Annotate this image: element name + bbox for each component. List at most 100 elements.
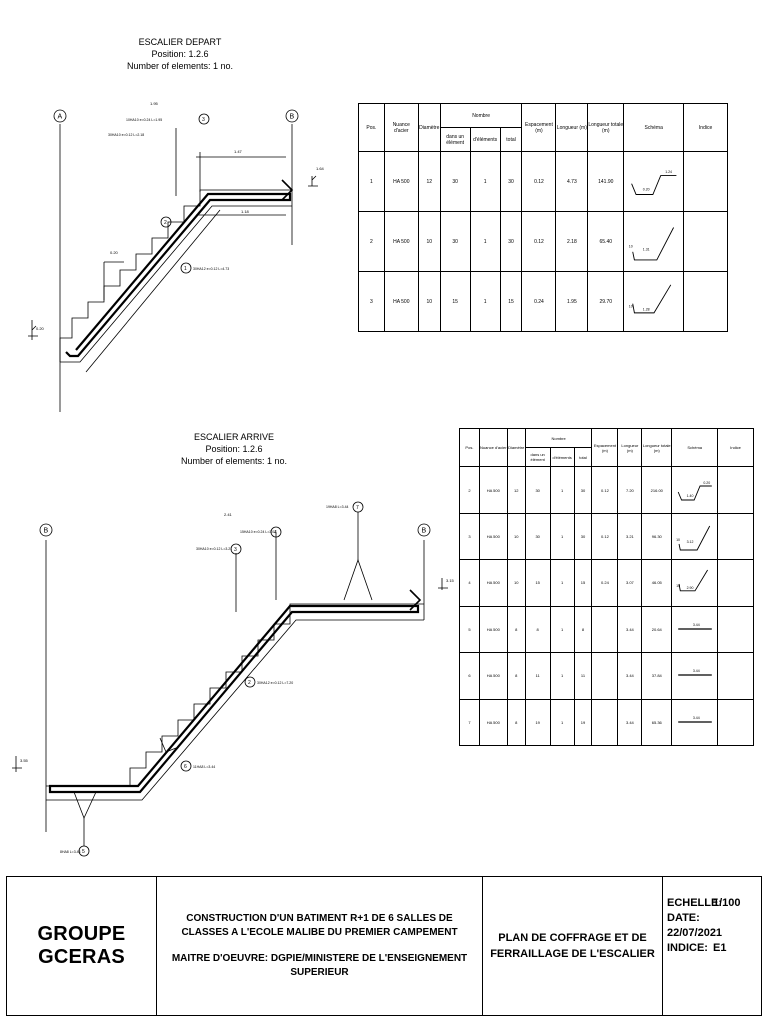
cell-esp: 0.24 bbox=[591, 559, 619, 607]
cell-total: 15 bbox=[573, 559, 593, 607]
cell-nuance: HA 500 bbox=[478, 605, 508, 654]
cell-dans: 19 bbox=[524, 698, 551, 747]
maitre-oeuvre: MAITRE D'OEUVRE: DGPIE/MINISTERE DE L'EN… bbox=[171, 953, 468, 978]
hdr2-longueur: Longueur (m) bbox=[617, 427, 643, 468]
cell-long: 1.95 bbox=[555, 271, 589, 332]
cell-indice bbox=[683, 151, 728, 212]
cell-elem: 1 bbox=[549, 466, 575, 514]
arrive-dim-top: 2.41 bbox=[224, 512, 233, 517]
hdr2-espacement: Espacement (m) bbox=[591, 427, 619, 468]
company-cell: GROUPE GCERAS bbox=[7, 877, 157, 1015]
cell-dans: 8 bbox=[524, 605, 551, 654]
meta-cell: ECHELLE:1/100 DATE:22/07/2021 INDICE:E1 bbox=[663, 877, 763, 1015]
schema-dim-2: 10 bbox=[676, 538, 680, 542]
cell-nuance: HA 500 bbox=[478, 466, 508, 514]
hdr2-diametre: Diamètre bbox=[506, 427, 526, 468]
cell-pos: 6 bbox=[459, 652, 480, 700]
schema-zig-icon: 1.400.20 bbox=[677, 481, 712, 501]
cell-elem: 1 bbox=[549, 652, 575, 700]
project-line2: CLASSES A L'ECOLE MALIBE DU PREMIER CAMP… bbox=[181, 927, 458, 938]
arrive-marker-6: 6 bbox=[184, 764, 187, 770]
depart-title: ESCALIER DEPART bbox=[138, 37, 222, 47]
cell-dans: 15 bbox=[524, 559, 551, 607]
echelle-label: ECHELLE: bbox=[667, 897, 722, 909]
hdr-espacement: Espacement (m) bbox=[521, 103, 557, 152]
schema-path bbox=[678, 525, 710, 551]
cell-total: 30 bbox=[499, 151, 523, 212]
arrive-label-5: 8HA8 L=3.44 bbox=[60, 850, 81, 854]
cell-long: 3.44 bbox=[617, 698, 643, 747]
plan-line2: FERRAILLAGE DE L'ESCALIER bbox=[490, 948, 655, 960]
cell-esp bbox=[591, 652, 619, 700]
plan-line1: PLAN DE COFFRAGE ET DE bbox=[498, 932, 647, 944]
schema-bar-icon: 3.44 bbox=[677, 669, 712, 676]
arrive-label-4: 15HA10 e=0.24 L=3.07 bbox=[240, 530, 276, 534]
cell-pos: 3 bbox=[459, 512, 480, 561]
hdr-longueur-totale: Longueur totale (m) bbox=[587, 103, 625, 152]
cell-total: 30 bbox=[573, 466, 593, 514]
indice-label: INDICE: bbox=[667, 942, 708, 954]
cell-pos: 5 bbox=[459, 605, 480, 654]
depart-marker-2: 2 bbox=[164, 220, 167, 226]
arrive-marker-7: 7 bbox=[356, 505, 359, 511]
cell-dans: 11 bbox=[524, 652, 551, 700]
hdr-elements: d'éléments bbox=[469, 127, 501, 152]
cell-long: 3.07 bbox=[617, 559, 643, 607]
cell-total: 15 bbox=[499, 271, 523, 332]
cell-ltot: 37.84 bbox=[641, 652, 673, 700]
cell-diam: 8 bbox=[506, 605, 526, 654]
cell-ltot: 29.70 bbox=[587, 271, 625, 332]
schema-dim-2: 10 bbox=[628, 304, 632, 308]
cell-total: 11 bbox=[573, 652, 593, 700]
schema-bar-icon: 3.44 bbox=[677, 623, 712, 630]
hdr-nombre: Nombre bbox=[439, 103, 523, 128]
cell-long: 3.44 bbox=[617, 652, 643, 700]
schema-dim-2: 1.24 bbox=[665, 169, 672, 173]
arrive-marker-2: 2 bbox=[248, 680, 251, 686]
schema-path bbox=[631, 226, 674, 260]
cell-indice bbox=[717, 652, 754, 700]
schema-dim-1: 3.44 bbox=[693, 716, 700, 720]
cell-pos: 2 bbox=[459, 466, 480, 514]
schema-path bbox=[678, 570, 708, 592]
cell-ltot: 65.40 bbox=[587, 211, 625, 272]
cell-nuance: HA 500 bbox=[383, 271, 419, 332]
arrive-marker-4: 4 bbox=[274, 530, 277, 536]
cell-esp: 0.12 bbox=[521, 151, 557, 212]
cell-diam: 8 bbox=[506, 698, 526, 747]
cell-elem: 1 bbox=[549, 559, 575, 607]
arrive-marker-3: 3 bbox=[234, 547, 237, 553]
cell-long: 7.20 bbox=[617, 466, 643, 514]
date-value: 22/07/2021 bbox=[667, 927, 723, 939]
cell-diam: 10 bbox=[417, 271, 441, 332]
hdr2-dans: dans un élément bbox=[524, 447, 551, 468]
arrive-position: Position: 1.2.6 bbox=[205, 444, 263, 454]
schema-path bbox=[630, 174, 677, 195]
depart-label-1: 30HA12 e=0.12 L=4.73 bbox=[193, 267, 229, 271]
hdr-pos: Pos. bbox=[358, 103, 385, 152]
schema-bar-icon: 3.44 bbox=[677, 716, 712, 723]
cell-indice bbox=[717, 512, 754, 561]
cell-indice bbox=[717, 466, 754, 514]
schema-dim-1: 3.12 bbox=[686, 540, 693, 544]
hdr2-schema: Schéma bbox=[671, 427, 719, 468]
cell-pos: 3 bbox=[358, 271, 385, 332]
hdr-schema: Schéma bbox=[623, 103, 685, 152]
schema-dim-1: 1.40 bbox=[686, 494, 693, 498]
arrive-label-7: 19HA8 L=3.44 bbox=[326, 505, 349, 509]
depart-position: Position: 1.2.6 bbox=[151, 49, 209, 59]
title-block: GROUPE GCERAS CONSTRUCTION D'UN BATIMENT… bbox=[6, 876, 762, 1016]
cell-total: 8 bbox=[573, 605, 593, 654]
schema-dim-1: 0.20 bbox=[642, 187, 649, 191]
indice-value: E1 bbox=[713, 942, 727, 954]
cell-long: 4.73 bbox=[555, 151, 589, 212]
cell-dans: 30 bbox=[439, 211, 471, 272]
schema-path bbox=[631, 284, 671, 313]
